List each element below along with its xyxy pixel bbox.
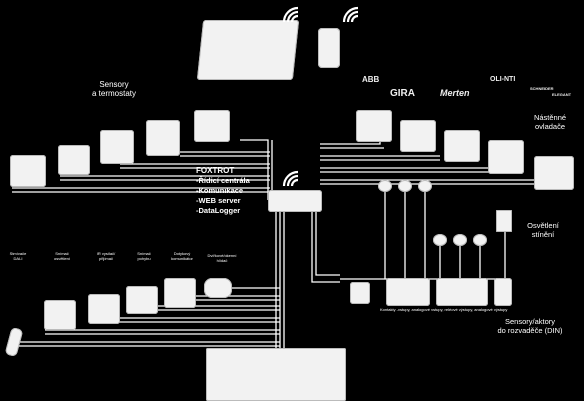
wifi-icon (282, 170, 299, 187)
brand-logo: OLI-NTI (490, 76, 516, 83)
motion-sensor-device (126, 286, 158, 314)
brand-logo: ABB (362, 75, 380, 84)
door-window-sensor (204, 278, 232, 298)
cabinet-sub-label: Kontakty -vstupy, analogové vstupy, relé… (380, 307, 508, 312)
bottom-device-label: IR vysílač/ přijímač (96, 251, 116, 261)
bottom-device-label: Dotykový komunikátor (171, 251, 193, 261)
lamp-icon (378, 180, 392, 192)
bottom-device-label: Snímač pohybu (137, 251, 151, 261)
touch-panel-device (164, 278, 196, 308)
bottom-device-label: Dvířkové/okenní hlídač (207, 253, 237, 263)
light-sensor-device (44, 300, 76, 330)
sensor-device (194, 110, 230, 142)
foxtrot-controller (268, 190, 322, 212)
sensors-label: Sensory a termostaty (91, 80, 136, 99)
wifi-icon (342, 6, 359, 23)
lamp-icon (453, 234, 467, 246)
controller-item: -Komunikace (196, 186, 244, 195)
lamp-icon (418, 180, 432, 192)
thermostat-device (58, 145, 90, 175)
wall-switch-device (356, 110, 392, 142)
din-module (350, 282, 370, 304)
brand-logo: SCHNEIDER (530, 86, 554, 91)
din-module (436, 278, 488, 306)
sensor-device (146, 120, 180, 156)
wall-switches-label: Nástěnné ovladače (533, 113, 567, 131)
wall-switch-device (444, 130, 480, 162)
brand-logo: GIRA (390, 88, 415, 99)
bottom-device-label: Stmívače DALI (9, 251, 27, 261)
sensor-device (100, 130, 134, 164)
lighting-label: Osvětlení stínění (527, 221, 559, 239)
controller-item: -DataLogger (196, 206, 241, 215)
cabinet-label: Sensory/aktory do rozvaděče (DIN) (497, 317, 563, 335)
din-module (494, 278, 512, 306)
wall-switch-device (534, 156, 574, 190)
brand-logo: ELEGANT (552, 92, 572, 97)
controller-item: -Řídicí centrála (196, 176, 250, 185)
tablet-device (196, 20, 300, 80)
din-module (386, 278, 430, 306)
ir-transceiver-device (88, 294, 120, 324)
distribution-box (206, 348, 346, 401)
wifi-icon (282, 6, 299, 23)
sensor-device (10, 155, 46, 187)
blind-icon (496, 210, 512, 232)
controller-item: -WEB server (196, 196, 241, 205)
brand-logo: Merten (440, 88, 470, 98)
lamp-icon (433, 234, 447, 246)
lamp-icon (473, 234, 487, 246)
lamp-icon (398, 180, 412, 192)
wall-switch-device (400, 120, 436, 152)
controller-title: FOXTROT (196, 166, 235, 175)
wall-switch-device (488, 140, 524, 174)
bottom-device-label: Snímač osvětlení (53, 251, 70, 261)
phone-device (318, 28, 340, 68)
